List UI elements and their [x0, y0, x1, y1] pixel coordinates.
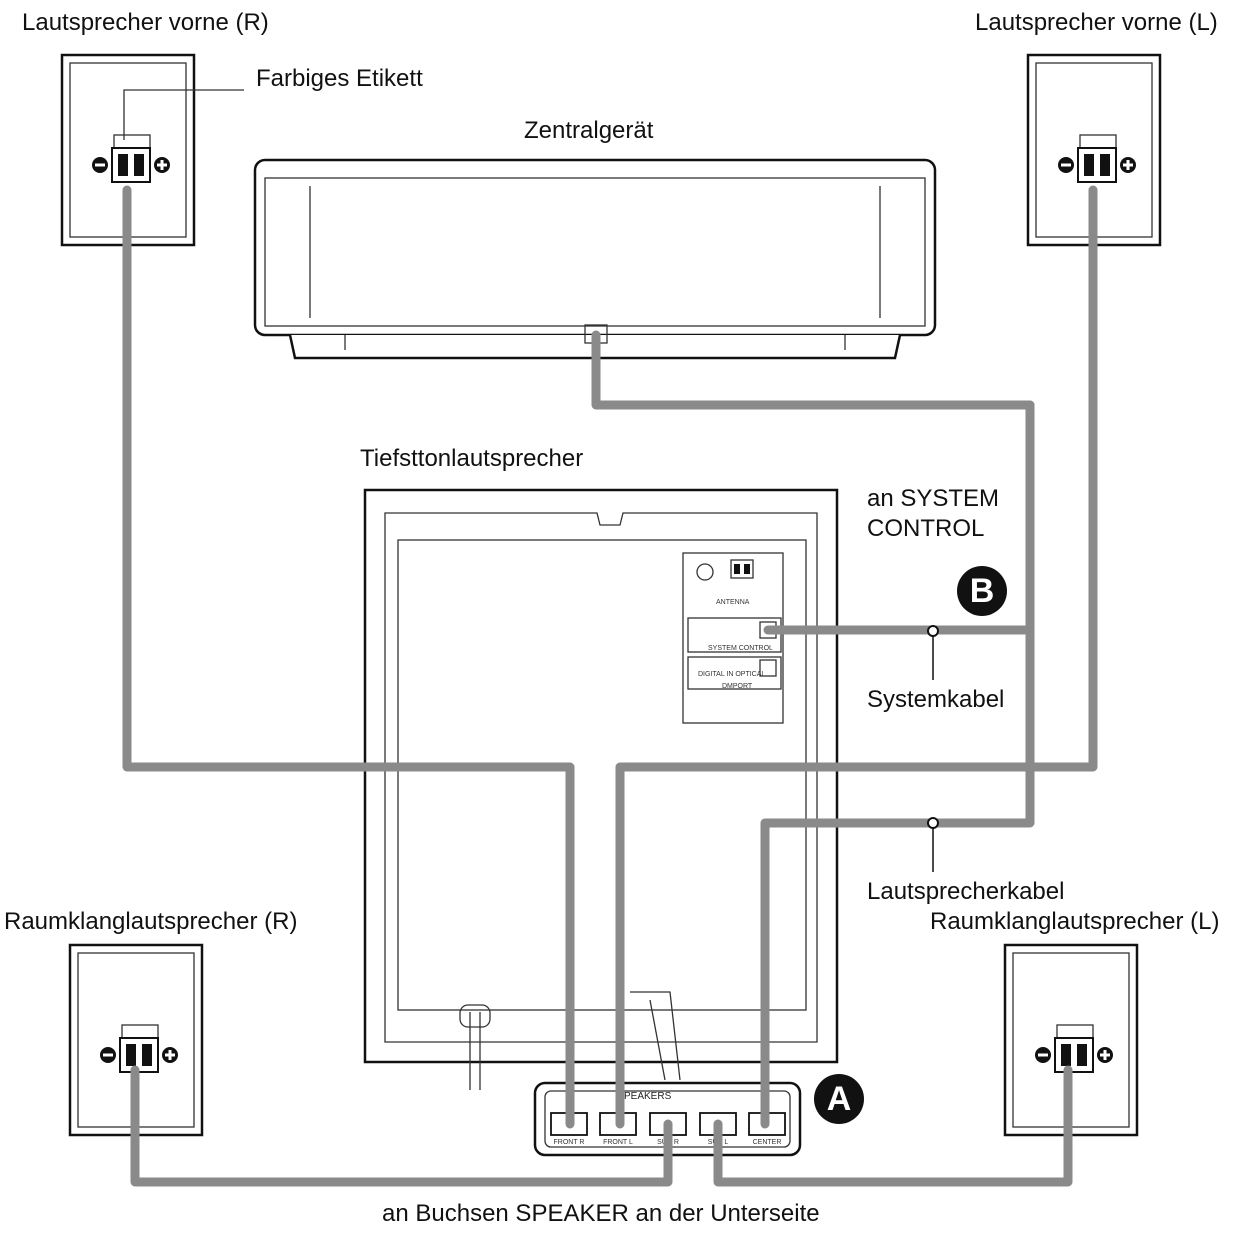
speaker-jack-label: FRONT L — [603, 1139, 633, 1146]
subwoofer-unit: ANTENNA SYSTEM CONTROL DIGITAL IN OPTICA… — [363, 488, 839, 1090]
speakers-title: PEAKERS — [624, 1091, 672, 1102]
bottom-caption: an Buchsen SPEAKER an der Unterseite — [382, 1200, 820, 1227]
system-cable-label: Systemkabel — [867, 686, 1005, 713]
center-unit — [253, 158, 937, 360]
badge-a: A — [814, 1074, 864, 1124]
color-label-leader — [123, 89, 244, 140]
speaker-jack-label: CENTER — [753, 1139, 782, 1146]
speaker-jack-label: FRONT R — [554, 1139, 585, 1146]
cable-surround-left — [713, 1065, 1073, 1187]
system-control-text: SYSTEM CONTROL — [708, 645, 773, 652]
dmport-text: DMPORT — [722, 683, 753, 690]
color-label-text: Farbiges Etikett — [256, 65, 423, 92]
front-left-label: Lautsprecher vorne (L) — [975, 9, 1218, 36]
system-control-label-2: CONTROL — [867, 515, 985, 542]
cables — [122, 185, 1098, 1187]
speaker-cable-label: Lautsprecherkabel — [867, 878, 1065, 905]
front-right-label: Lautsprecher vorne (R) — [22, 9, 269, 36]
center-unit-label: Zentralgerät — [524, 117, 654, 144]
subwoofer-label: Tiefsttonlautsprecher — [360, 445, 584, 472]
antenna-text: ANTENNA — [716, 599, 750, 606]
cable-surround-right — [130, 1065, 673, 1187]
system-cable — [591, 330, 1035, 635]
surround-left-label: Raumklanglautsprecher (L) — [930, 908, 1220, 935]
cable-front-left — [615, 185, 1098, 1129]
digital-in-text: DIGITAL IN OPTICAL — [698, 671, 765, 678]
badge-b: B — [957, 566, 1007, 616]
cable-front-right — [122, 185, 575, 1129]
surround-right-label: Raumklanglautsprecher (R) — [4, 908, 298, 935]
system-control-label-1: an SYSTEM — [867, 485, 1000, 512]
